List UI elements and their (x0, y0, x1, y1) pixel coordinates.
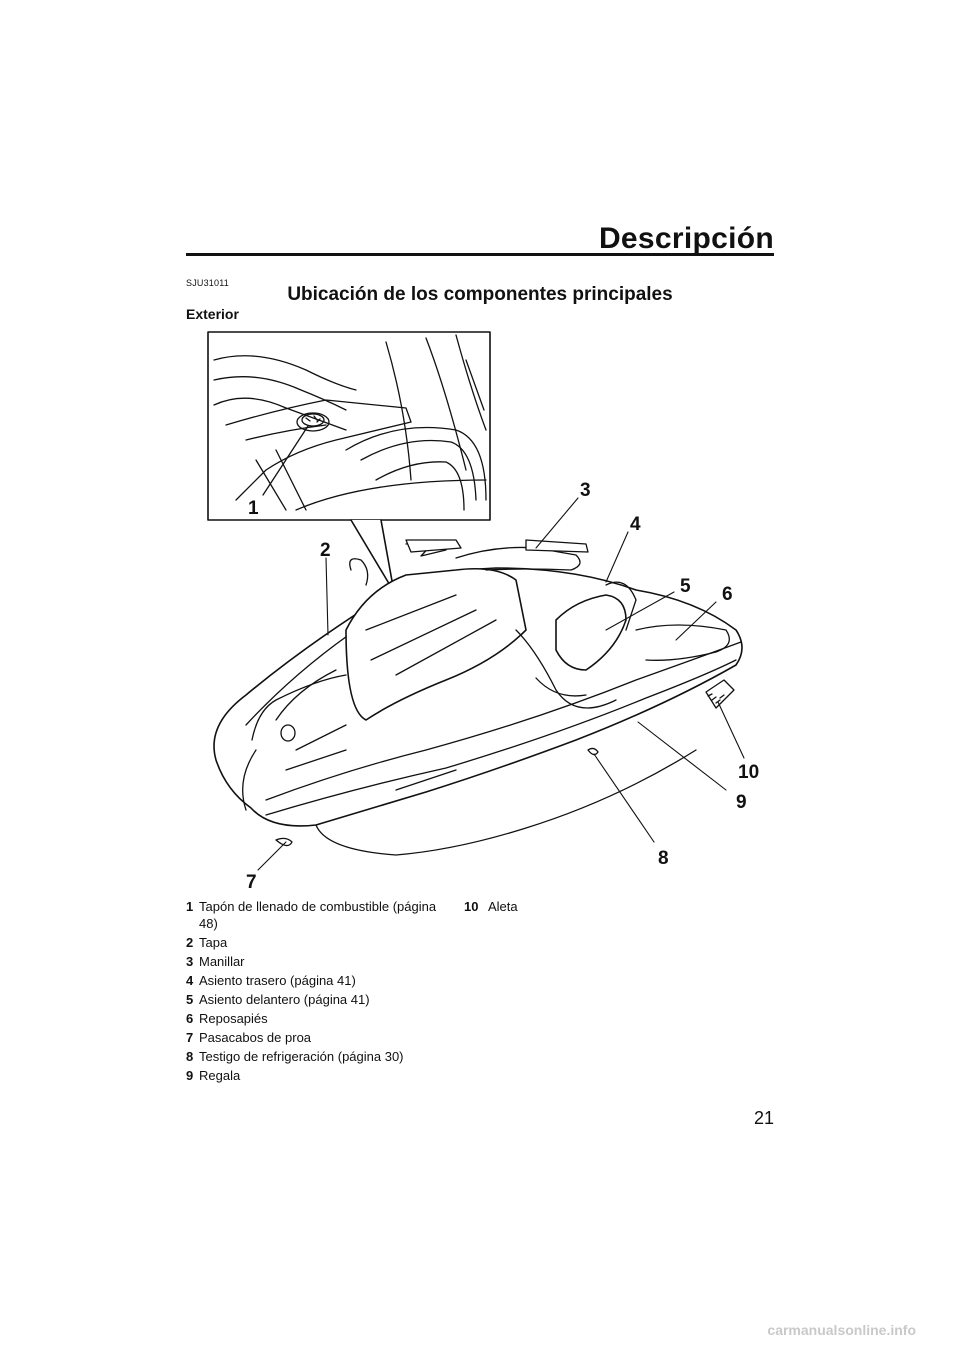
fuel-cap-inset (207, 331, 491, 593)
title-rule (186, 253, 774, 256)
subheading: Exterior (186, 306, 239, 322)
page-number: 21 (753, 1108, 774, 1128)
callout-7: 7 (246, 872, 257, 890)
watercraft-body (213, 539, 743, 856)
callout-1: 1 (248, 498, 259, 519)
callout-10: 10 (738, 762, 759, 783)
leader-lines (257, 497, 745, 871)
section-heading: Ubicación de los componentes principales (287, 284, 673, 305)
section-title: Descripción (598, 222, 774, 255)
jet-ski-illustration: 1 2 3 4 5 6 7 8 9 10 (207, 331, 759, 890)
callout-5: 5 (680, 576, 691, 597)
callout-9: 9 (736, 792, 747, 813)
callout-4: 4 (630, 514, 641, 535)
callout-2: 2 (320, 540, 331, 561)
callout-8: 8 (658, 848, 669, 869)
callout-6: 6 (722, 584, 733, 605)
watermark-link[interactable]: carmanualsonline.info (767, 1322, 916, 1338)
doc-code: SJU31011 (186, 278, 229, 288)
callout-3: 3 (580, 480, 591, 501)
